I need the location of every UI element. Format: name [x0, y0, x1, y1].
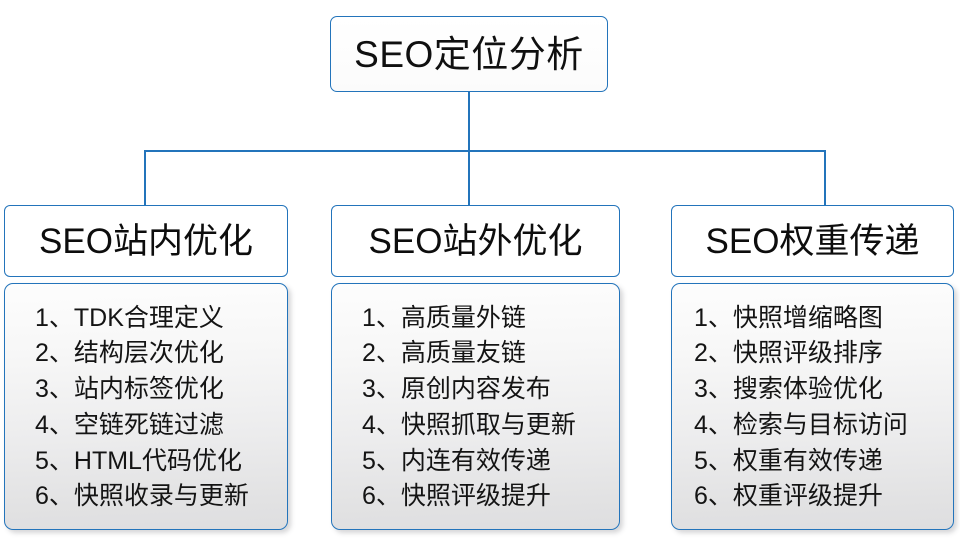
branch-header-2-label: SEO站外优化 [368, 221, 583, 261]
list-item: 6、快照评级提升 [362, 482, 551, 511]
branch-header-2[interactable]: SEO站外优化 [331, 205, 620, 277]
connector-root-stem [468, 92, 470, 151]
list-item: 6、权重评级提升 [694, 482, 883, 511]
branch-column-1: SEO站内优化 1、TDK合理定义 2、结构层次优化 3、站内标签优化 4、空链… [4, 205, 288, 530]
branch-column-3: SEO权重传递 1、快照增缩略图 2、快照评级排序 3、搜索体验优化 4、检索与… [671, 205, 954, 530]
list-item: 6、快照收录与更新 [35, 482, 249, 511]
branch-header-1[interactable]: SEO站内优化 [4, 205, 288, 277]
connector-drop-branch-3 [824, 150, 826, 205]
list-item: 5、HTML代码优化 [35, 446, 242, 475]
connector-drop-branch-2 [468, 150, 470, 205]
list-item: 2、高质量友链 [362, 339, 526, 368]
list-item: 5、内连有效传递 [362, 446, 551, 475]
root-node[interactable]: SEO定位分析 [330, 16, 608, 92]
list-item: 2、结构层次优化 [35, 339, 224, 368]
branch-column-2: SEO站外优化 1、高质量外链 2、高质量友链 3、原创内容发布 4、快照抓取与… [331, 205, 620, 530]
list-item: 1、TDK合理定义 [35, 303, 224, 332]
list-item: 4、检索与目标访问 [694, 410, 908, 439]
list-item: 3、搜索体验优化 [694, 375, 883, 404]
root-node-label: SEO定位分析 [354, 33, 584, 75]
branch-header-3-label: SEO权重传递 [705, 221, 920, 261]
list-item: 5、权重有效传递 [694, 446, 883, 475]
branch-header-3[interactable]: SEO权重传递 [671, 205, 954, 277]
branch-list-2: 1、高质量外链 2、高质量友链 3、原创内容发布 4、快照抓取与更新 5、内连有… [331, 283, 620, 530]
connector-horizontal-bus [144, 150, 825, 152]
branch-header-1-label: SEO站内优化 [39, 221, 253, 261]
list-item: 2、快照评级排序 [694, 339, 883, 368]
list-item: 3、站内标签优化 [35, 375, 224, 404]
list-item: 4、快照抓取与更新 [362, 410, 576, 439]
branch-list-3: 1、快照增缩略图 2、快照评级排序 3、搜索体验优化 4、检索与目标访问 5、权… [671, 283, 954, 530]
list-item: 1、高质量外链 [362, 303, 526, 332]
branch-list-1: 1、TDK合理定义 2、结构层次优化 3、站内标签优化 4、空链死链过滤 5、H… [4, 283, 288, 530]
list-item: 4、空链死链过滤 [35, 410, 224, 439]
list-item: 1、快照增缩略图 [694, 303, 883, 332]
connector-drop-branch-1 [144, 150, 146, 205]
list-item: 3、原创内容发布 [362, 375, 551, 404]
